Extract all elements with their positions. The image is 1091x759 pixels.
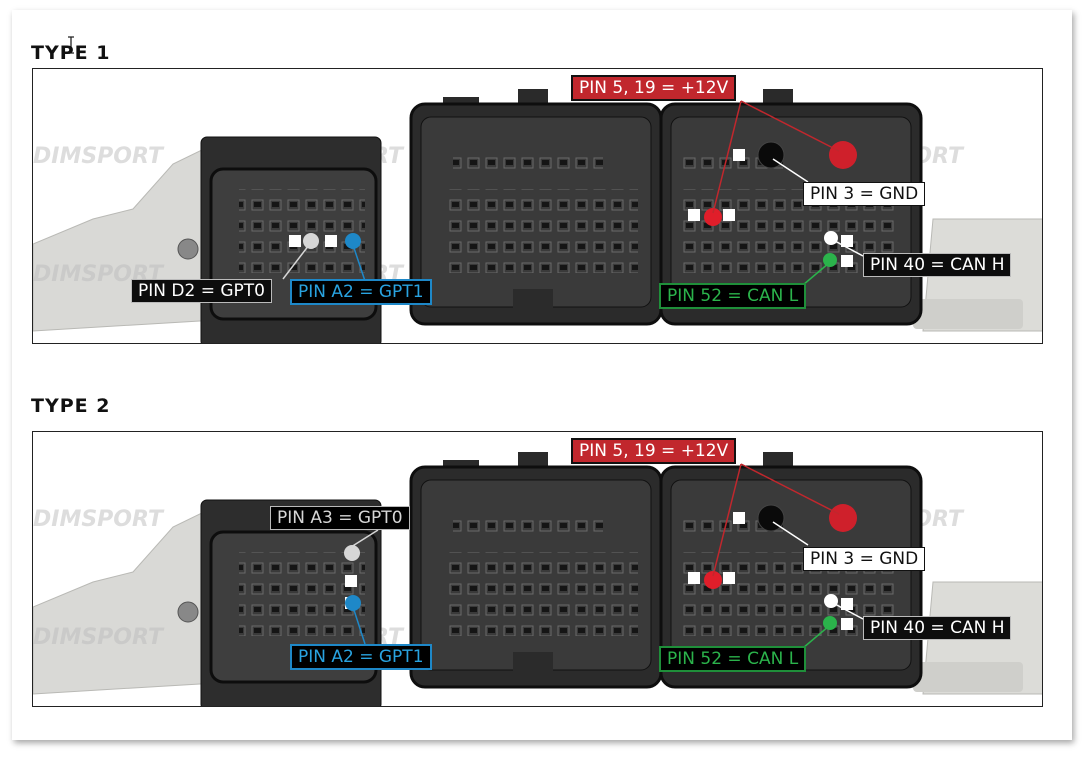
- pin-marker: [733, 512, 745, 524]
- power-pin-dot: [704, 571, 722, 589]
- pin-marker: [688, 572, 700, 584]
- pin-marker: [733, 149, 745, 161]
- pin-marker: [841, 618, 853, 630]
- watermark-text: DIMSPORT: [33, 144, 165, 169]
- canl-pin-dot: [823, 253, 837, 267]
- pin-marker: [345, 575, 357, 587]
- leader-line: [832, 602, 864, 620]
- pin-marker: [723, 209, 735, 221]
- gpt0-pin-dot: [303, 233, 319, 249]
- pin-marker: [841, 255, 853, 267]
- leader-line: [740, 463, 840, 515]
- gpt1-pin-dot: [345, 233, 361, 249]
- label-gnd-pin: PIN 3 = GND: [803, 547, 926, 571]
- canl-pin-dot: [823, 616, 837, 630]
- watermark-text: DIMSPORT: [33, 625, 165, 650]
- pin-marker: [723, 572, 735, 584]
- leader-line: [352, 244, 366, 282]
- leader-line: [832, 239, 864, 257]
- label-gpt0-pin: PIN A3 = GPT0: [270, 506, 410, 530]
- label-can-h-pin: PIN 40 = CAN H: [863, 253, 1012, 277]
- section-title-type-1: TYPE 1: [31, 42, 111, 64]
- pin-marker: [325, 235, 337, 247]
- pin-marker: [841, 598, 853, 610]
- gpt1-pin-dot: [345, 595, 361, 611]
- label-power-pins: PIN 5, 19 = +12V: [571, 75, 737, 101]
- leader-line: [802, 625, 830, 649]
- pin-marker: [841, 235, 853, 247]
- section-title-type-2: TYPE 2: [31, 395, 111, 417]
- power-pin-dot: [829, 141, 857, 169]
- leader-line: [740, 100, 840, 152]
- label-gpt0-pin: PIN D2 = GPT0: [131, 279, 272, 303]
- label-power-pins: PIN 5, 19 = +12V: [571, 438, 737, 464]
- text-cursor-icon: [68, 36, 74, 54]
- leader-line: [352, 606, 366, 645]
- power-pin-dot: [704, 208, 722, 226]
- label-gpt1-pin: PIN A2 = GPT1: [290, 279, 432, 305]
- leader-line: [802, 262, 830, 286]
- label-can-h-pin: PIN 40 = CAN H: [863, 616, 1012, 640]
- leader-line: [772, 158, 809, 183]
- ecu-panel-type-2: DIMSPORT DIMSPORT DIMSPORT DIMSPORT DIMS…: [32, 431, 1043, 707]
- canh-pin-dot: [824, 231, 838, 245]
- leader-line: [350, 529, 379, 548]
- gpt0-pin-dot: [344, 545, 360, 561]
- label-can-l-pin: PIN 52 = CAN L: [659, 283, 807, 309]
- watermark-text: DIMSPORT: [33, 507, 165, 532]
- leader-line: [712, 100, 742, 214]
- leader-line: [282, 244, 310, 280]
- label-gpt1-pin: PIN A2 = GPT1: [290, 644, 432, 670]
- ecu-panel-type-1: DIMSPORT DIMSPORT DIMSPORT DIMSPORT DIMS…: [32, 68, 1043, 344]
- label-can-l-pin: PIN 52 = CAN L: [659, 646, 807, 672]
- canh-pin-dot: [824, 594, 838, 608]
- leader-line: [772, 521, 809, 546]
- pin-marker: [688, 209, 700, 221]
- label-gnd-pin: PIN 3 = GND: [803, 182, 926, 206]
- pin-marker: [289, 235, 301, 247]
- power-pin-dot: [829, 504, 857, 532]
- leader-line: [712, 463, 742, 577]
